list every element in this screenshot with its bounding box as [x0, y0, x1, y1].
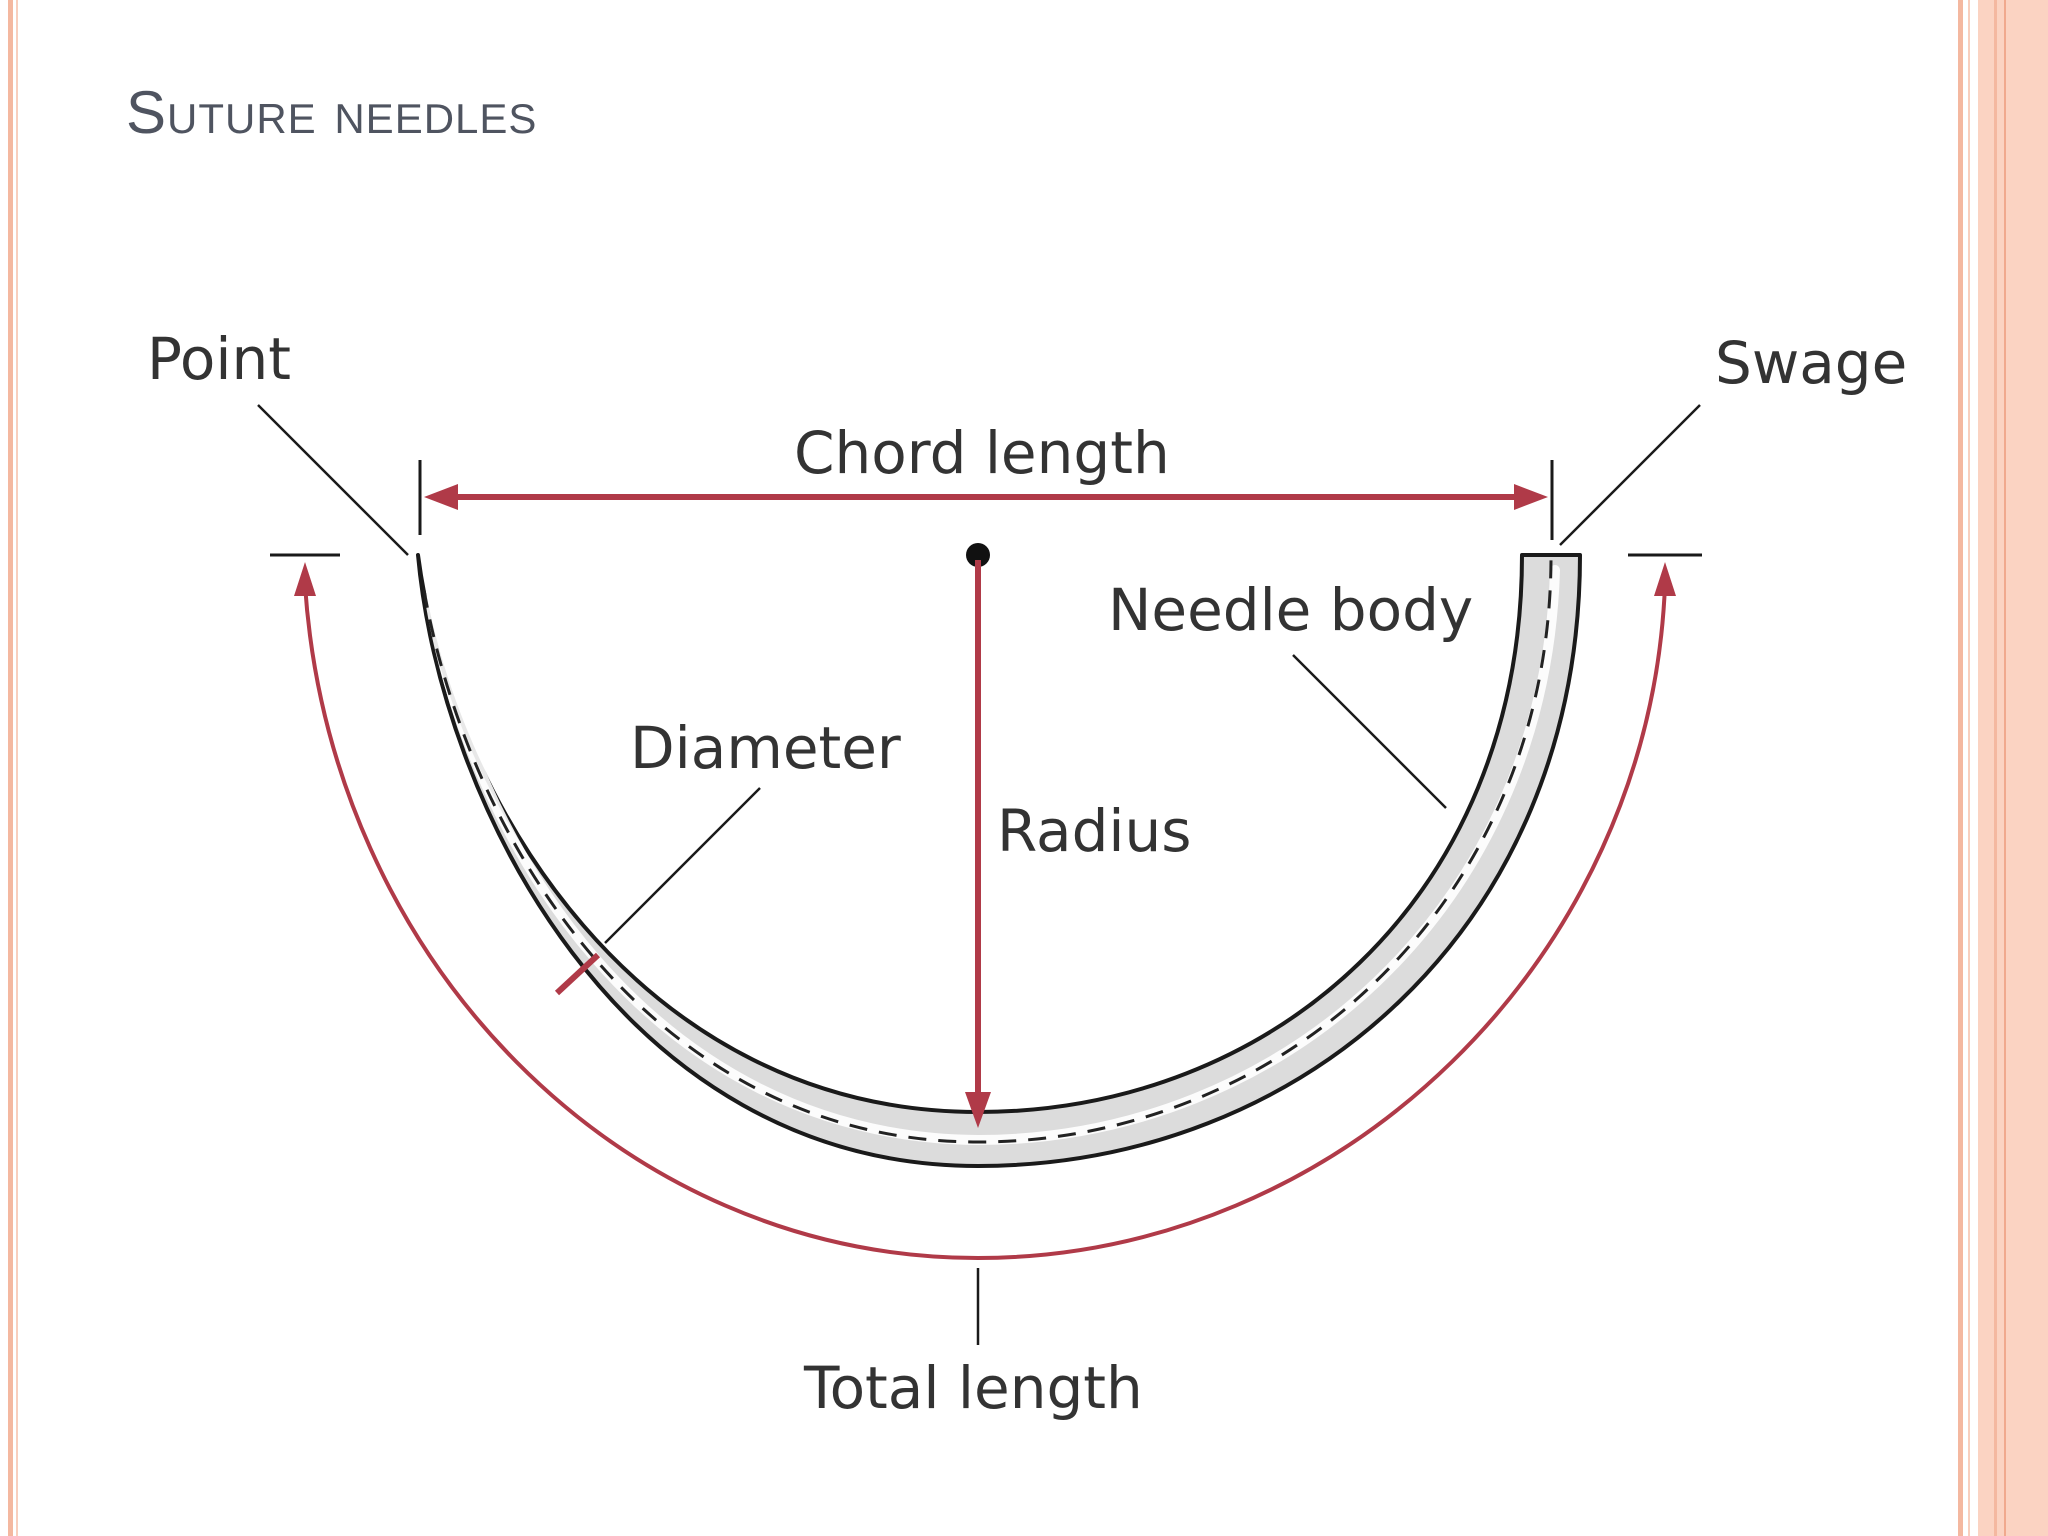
- chord-arrow-left: [424, 484, 458, 510]
- label-point: Point: [147, 325, 291, 393]
- label-diameter: Diameter: [630, 714, 901, 782]
- label-chord-length: Chord length: [794, 419, 1170, 487]
- right-border-band-line-2: [2004, 0, 2006, 1536]
- label-total-length: Total length: [803, 1354, 1143, 1422]
- diameter-leader: [604, 787, 761, 944]
- chord-arrow-right: [1514, 484, 1548, 510]
- needle-body-leader: [1292, 654, 1447, 809]
- total-length-arc: [303, 584, 1667, 1261]
- radius-arrow: [965, 1092, 991, 1128]
- right-border-band: [1978, 0, 2048, 1536]
- left-border-line-thin: [16, 0, 18, 1536]
- center-dot: [966, 543, 990, 567]
- swage-leader: [1559, 404, 1701, 546]
- right-border-line: [1958, 0, 1963, 1536]
- left-border-line: [8, 0, 13, 1536]
- right-border-line-thin: [1968, 0, 1970, 1536]
- slide-title: Suture needles: [126, 79, 538, 146]
- needle-highlight: [425, 565, 1560, 1146]
- right-border-band-line: [1994, 0, 1997, 1536]
- label-needle-body: Needle body: [1108, 576, 1473, 644]
- total-arrow-left: [294, 562, 316, 596]
- label-swage: Swage: [1715, 329, 1907, 397]
- needle-centerline: [422, 559, 1553, 1144]
- label-radius: Radius: [997, 797, 1191, 865]
- diameter-marker: [554, 952, 601, 996]
- total-arrow-right: [1654, 562, 1676, 596]
- point-leader: [257, 404, 409, 556]
